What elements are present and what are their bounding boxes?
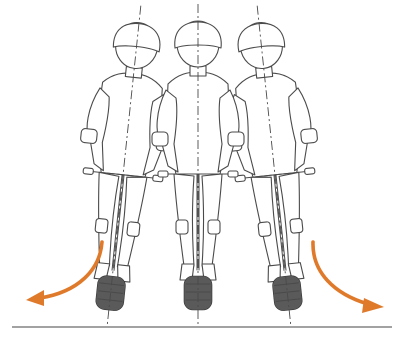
lean-right-arrow	[313, 242, 384, 313]
lean-left-arrow	[26, 242, 102, 306]
rider-center	[152, 4, 244, 326]
rider-right	[211, 1, 336, 331]
